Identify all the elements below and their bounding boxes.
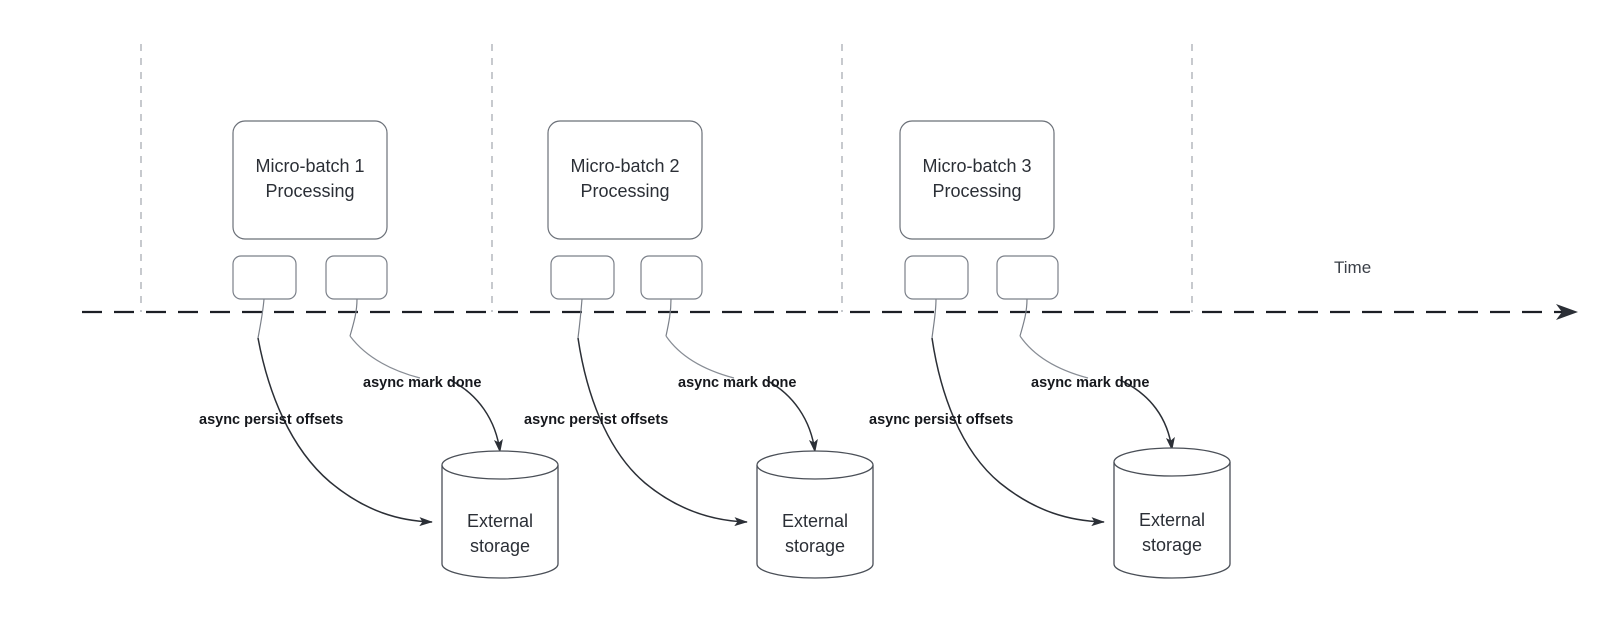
- edge-mark-done-1-upper: [349, 335, 421, 379]
- micro-batch-box-2-line1: Micro-batch 2: [570, 156, 679, 176]
- mark-done-task-box-2[interactable]: [640, 255, 703, 300]
- stem-markdone-3: [1019, 298, 1028, 337]
- stem-persist-2: [577, 298, 583, 339]
- stem-persist-1: [257, 298, 265, 339]
- async-mark-done-label-3: async mark done: [1031, 375, 1149, 391]
- async-mark-done-label-2: async mark done: [678, 375, 796, 391]
- external-storage-label-3-line1: External: [1139, 510, 1205, 530]
- stem-markdone-1: [349, 298, 358, 337]
- external-storage-label-3-line2: storage: [1142, 535, 1202, 555]
- external-storage-body-2: [756, 465, 874, 579]
- mark-done-task-box-3[interactable]: [996, 255, 1059, 300]
- edge-mark-done-2-upper: [665, 335, 735, 379]
- persist-offsets-task-box-2[interactable]: [550, 255, 615, 300]
- boundary-tick-lines: [140, 44, 1193, 312]
- external-storage-label-1-line1: External: [467, 511, 533, 531]
- external-storage-top-3: [1113, 447, 1231, 477]
- external-storage-label-1-line2: storage: [470, 536, 530, 556]
- time-axis-label: Time: [1334, 258, 1371, 277]
- edge-mark-done-3: [1119, 379, 1175, 451]
- async-persist-offsets-label-1: async persist offsets: [199, 412, 343, 428]
- edge-mark-done-2: [765, 379, 818, 453]
- persist-offsets-task-box-3[interactable]: [904, 255, 969, 300]
- stem-persist-3: [931, 298, 937, 339]
- micro-batch-group-2: Micro-batch 2 Processing External storag…: [524, 120, 874, 579]
- micro-batch-box-2-line2: Processing: [580, 181, 669, 201]
- mark-done-task-box-1[interactable]: [325, 255, 388, 300]
- micro-batch-box-1[interactable]: [232, 120, 388, 240]
- persist-offsets-task-box-1[interactable]: [232, 255, 297, 300]
- async-mark-done-label-1: async mark done: [363, 375, 481, 391]
- external-storage-top-1: [441, 450, 559, 480]
- external-storage-label-2-line1: External: [782, 511, 848, 531]
- micro-batch-box-1-line2: Processing: [265, 181, 354, 201]
- micro-batch-box-3[interactable]: [899, 120, 1055, 240]
- external-storage-body-1: [441, 465, 559, 579]
- micro-batch-group-1: Micro-batch 1 Processing External storag…: [199, 120, 559, 579]
- edge-persist-offsets-2: [577, 337, 748, 527]
- edge-mark-done-3-upper: [1019, 335, 1089, 379]
- time-axis: [82, 304, 1578, 320]
- micro-batch-box-3-line1: Micro-batch 3: [922, 156, 1031, 176]
- async-persist-offsets-label-3: async persist offsets: [869, 412, 1013, 428]
- external-storage-label-2-line2: storage: [785, 536, 845, 556]
- time-axis-arrowhead: [1556, 304, 1578, 320]
- micro-batch-box-3-line2: Processing: [932, 181, 1021, 201]
- micro-batch-box-1-line1: Micro-batch 1: [255, 156, 364, 176]
- micro-batch-box-2[interactable]: [547, 120, 703, 240]
- micro-batch-group-3: Micro-batch 3 Processing External storag…: [869, 120, 1231, 579]
- edge-persist-offsets-3: [931, 337, 1105, 527]
- stem-markdone-2: [665, 298, 672, 337]
- external-storage-top-2: [756, 450, 874, 480]
- async-persist-offsets-label-2: async persist offsets: [524, 412, 668, 428]
- edge-mark-done-1: [449, 379, 503, 453]
- edge-persist-offsets-1: [257, 337, 433, 527]
- external-storage-body-3: [1113, 462, 1231, 579]
